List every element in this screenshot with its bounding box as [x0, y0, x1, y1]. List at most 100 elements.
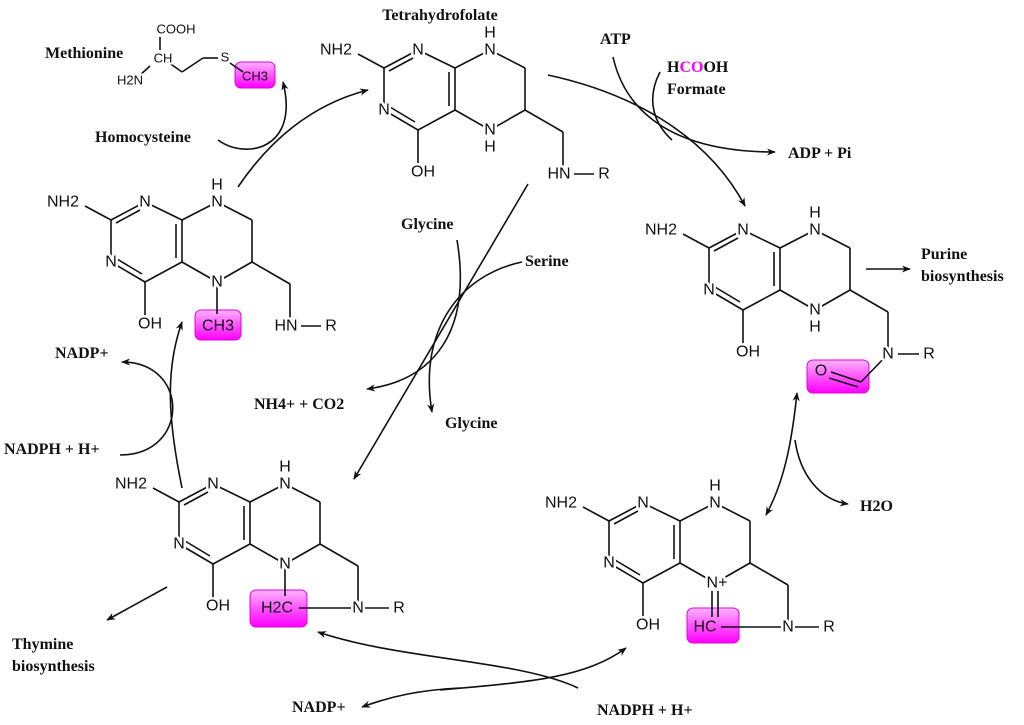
- r-group-label: R: [923, 346, 935, 363]
- amino-label: NH2: [115, 476, 147, 493]
- bond: [679, 562, 716, 584]
- n8-label: N: [484, 42, 496, 59]
- purine-label-line1: Purine: [921, 246, 967, 263]
- n1-label: N: [412, 42, 424, 59]
- bond: [249, 543, 286, 565]
- ch-label: CH: [154, 51, 173, 66]
- nadph-left-label: NADPH + H+: [4, 441, 100, 458]
- bond: [828, 377, 859, 388]
- homocysteine-label: Homocysteine: [95, 129, 191, 146]
- bond: [742, 229, 781, 249]
- nadph-bottom-label: NADPH + H+: [597, 702, 693, 719]
- labels: Tetrahydrofolate Methionine Homocysteine…: [4, 7, 1004, 719]
- arrow-methyl-to-thf: [237, 88, 369, 188]
- n3-label: N: [703, 282, 715, 299]
- bond: [814, 229, 851, 249]
- methenyl-label: HC: [693, 619, 716, 636]
- arrow-methylene-to-methenyl: [439, 647, 627, 691]
- n10-label: HN: [547, 166, 570, 183]
- arrow-methylene-to-methyl: [169, 321, 183, 489]
- n5-hydrogen-label: H: [809, 319, 821, 336]
- n5-label: N: [484, 122, 496, 139]
- r-group-label: R: [393, 600, 405, 617]
- n8-label: N: [211, 194, 223, 211]
- glycine-input-label: Glycine: [401, 216, 453, 233]
- arrow-glycine-to-nh4-co2: [366, 239, 462, 392]
- formate-label: Formate: [667, 81, 726, 98]
- bond: [212, 483, 251, 503]
- one-carbon-highlight: [806, 359, 870, 394]
- n10-label: N: [882, 346, 894, 363]
- bond: [249, 483, 286, 503]
- bond: [779, 289, 816, 311]
- n10-label: HN: [274, 318, 297, 335]
- n5-label: N: [809, 302, 821, 319]
- amino-label: NH2: [545, 495, 577, 512]
- arrow-serine-to-glycine: [427, 261, 523, 413]
- n1-label: N: [637, 495, 649, 512]
- bond: [742, 289, 781, 311]
- r-group-label: R: [598, 166, 610, 183]
- n8-hydrogen-label: H: [709, 478, 721, 495]
- bond: [489, 109, 526, 131]
- nadp-bottom-label: NADP+: [292, 699, 346, 716]
- thymine-label-line1: Thymine: [12, 636, 73, 653]
- bond: [181, 261, 218, 283]
- bond: [152, 487, 180, 503]
- bond: [582, 506, 610, 522]
- bond: [388, 57, 414, 72]
- methyl-highlight: [234, 61, 276, 89]
- reaction-arrows: [106, 56, 911, 708]
- arrow-thymine-biosynthesis: [106, 586, 168, 621]
- amino-label: NH2: [645, 222, 677, 239]
- bond: [713, 237, 739, 252]
- n5-label: N: [279, 556, 291, 573]
- sulfur-label: S: [221, 50, 230, 65]
- bond: [849, 289, 889, 313]
- n8-hydrogen-label: H: [809, 205, 821, 222]
- bond: [830, 371, 862, 383]
- hcooh-h: H: [667, 59, 680, 76]
- methyl-label: CH3: [242, 69, 268, 84]
- methionine-structure: COOH CH H2N S CH3: [115, 20, 276, 90]
- bond: [608, 502, 644, 522]
- r-group-label: R: [325, 318, 337, 335]
- bond: [144, 261, 183, 283]
- bond: [116, 258, 143, 275]
- methylene-label: H2C: [261, 600, 293, 617]
- bond: [212, 543, 251, 565]
- bond: [779, 229, 816, 249]
- bond: [814, 289, 851, 311]
- bond: [251, 261, 291, 285]
- h2n-label: H2N: [117, 73, 143, 88]
- bond: [181, 201, 218, 221]
- bond: [110, 261, 146, 283]
- bond: [284, 543, 321, 565]
- adp-pi-label: ADP + Pi: [788, 145, 852, 162]
- bond: [679, 502, 716, 522]
- water-label: H2O: [860, 498, 893, 515]
- n8-hydrogen-label: H: [211, 177, 223, 194]
- bond: [454, 49, 491, 69]
- hydroxyl-label: OH: [411, 164, 435, 181]
- hydroxyl-label: OH: [736, 344, 760, 361]
- n1-label: N: [737, 222, 749, 239]
- bond: [84, 205, 112, 221]
- bond: [383, 109, 419, 131]
- n5-hydrogen-label: H: [484, 139, 496, 156]
- bond: [642, 502, 681, 522]
- amino-label: NH2: [320, 42, 352, 59]
- bond: [115, 209, 141, 224]
- hydroxyl-label: OH: [636, 617, 660, 634]
- bond: [708, 289, 744, 311]
- purine-label-line2: biosynthesis: [921, 268, 1004, 285]
- n3-label: N: [378, 102, 390, 119]
- arrow-nadp-out-bottom: [361, 687, 461, 708]
- r-group-label: R: [823, 619, 835, 636]
